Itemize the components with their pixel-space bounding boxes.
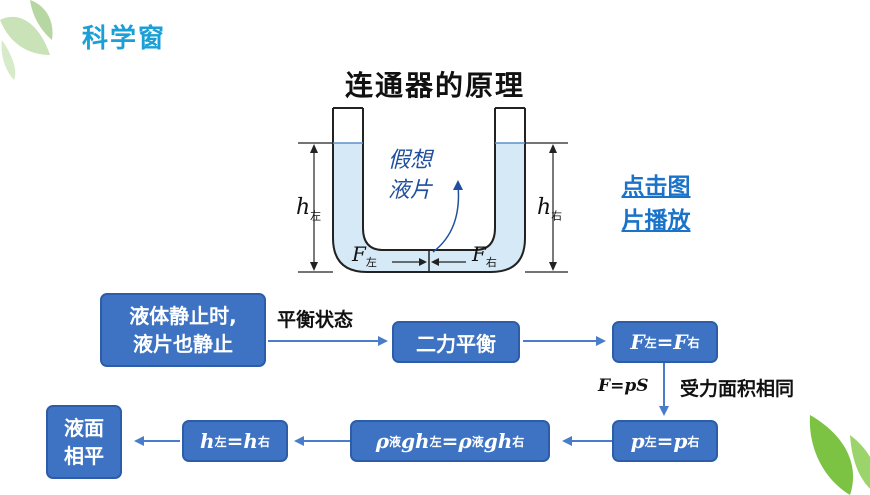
p-right-term-sub: 右 [687,434,700,449]
gh-left: gh [401,429,430,453]
f-left-symbol: F [352,242,366,266]
p-left-term-sub: 左 [644,434,657,449]
h-right-term-sub: 右 [257,434,270,449]
f-left-label: F左 [352,242,377,270]
h-right-term: h [243,429,258,453]
balance-state-label: 平衡状态 [277,309,354,331]
play-animation-link[interactable]: 点击图 片播放 [606,170,706,238]
level-surface-box: 液面 相平 [46,405,122,479]
gh-right-sub: 右 [512,434,525,449]
h-left-term-sub: 左 [214,434,227,449]
same-area-label: 受力面积相同 [680,378,795,400]
note-line-1: 假想 [388,148,433,173]
equals-sign: = [226,429,244,453]
rho-right-sub: 液 [471,434,484,449]
h-right-label: h右 [537,195,562,223]
h-left-sub: 左 [310,209,322,223]
h-left-label: h左 [296,195,321,223]
f-right-term-sub: 右 [687,335,700,350]
liquid-static-line-2: 液片也静止 [133,332,233,356]
leaf-decoration-top-left [0,0,53,80]
gh-left-sub: 左 [429,434,442,449]
h-right-sub: 右 [551,209,563,223]
equals-sign: = [656,429,674,453]
h-left-term: h [200,429,215,453]
f-right-term: F [673,330,688,354]
pressure-formula-label: F=pS [598,376,649,396]
f-right-label: F右 [472,242,497,270]
equals-sign: = [441,429,459,453]
imaginary-plate-note: 假想 液片 [388,146,432,206]
liquid-static-box: 液体静止时, 液片也静止 [100,293,266,367]
leaf-decoration-bottom-right [809,415,870,495]
equals-sign: = [656,330,674,354]
f-left-term-sub: 左 [644,335,657,350]
liquid-static-line-1: 液体静止时, [129,304,237,328]
h-right-symbol: h [537,195,552,220]
p-right-term: p [673,429,688,453]
force-balance-box: 二力平衡 [392,321,520,363]
gh-right: gh [483,429,513,453]
rho-right: ρ [458,429,472,453]
rho-left: ρ [375,429,390,453]
h-left-symbol: h [296,195,311,220]
f-right-symbol: F [472,242,486,266]
level-surface-line-2: 相平 [64,444,104,468]
note-line-2: 液片 [388,178,433,203]
p-left-term: p [630,429,645,453]
section-title: 科学窗 [82,24,167,54]
play-link-line-1: 点击图 [621,174,691,200]
page-title: 连通器的原理 [344,69,525,102]
play-link-line-2: 片播放 [621,208,691,234]
liquid-fill [333,143,525,272]
level-surface-line-1: 液面 [64,416,104,440]
f-left-sub: 左 [365,256,377,269]
f-left-term: F [630,330,645,354]
rho-left-sub: 液 [389,434,402,449]
f-right-sub: 右 [485,256,497,269]
